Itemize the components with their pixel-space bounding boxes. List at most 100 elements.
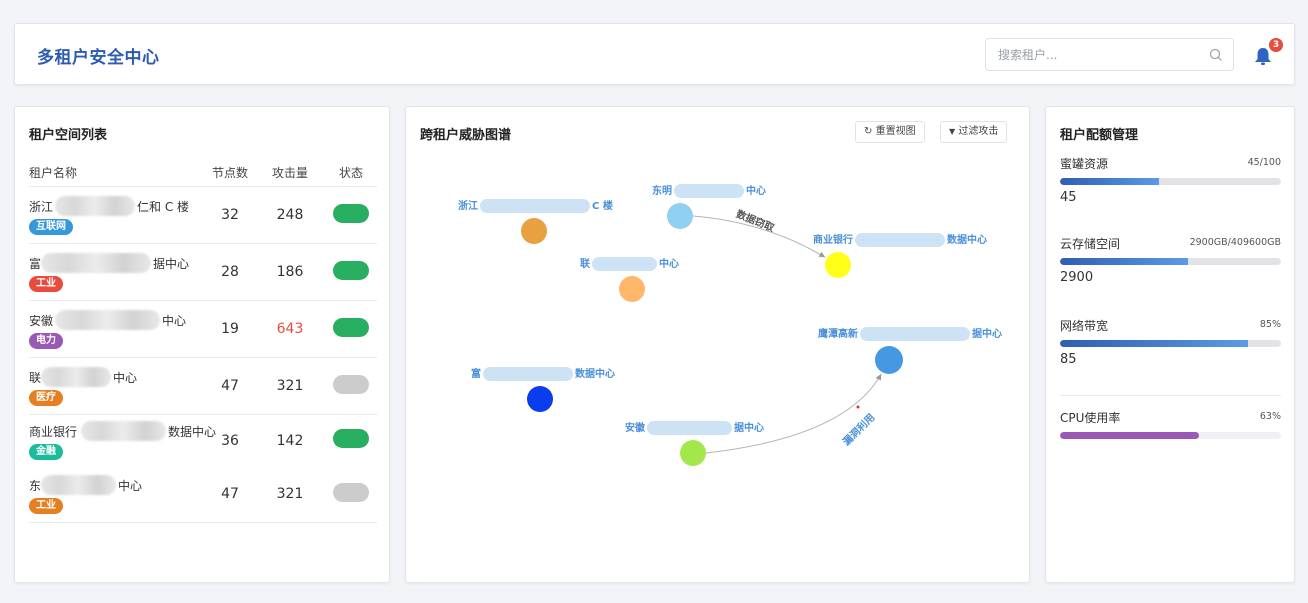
column-header-attacks: 攻击量 — [271, 166, 308, 180]
tenant-row[interactable]: 富 据中心 工业 28 186 — [29, 244, 377, 301]
node-label-start: 东明 — [652, 184, 672, 197]
quota-progress-fill — [1060, 432, 1200, 439]
tenant-name: 富 据中心 — [29, 252, 205, 273]
tenant-name: 联 中心 — [29, 366, 205, 387]
node-count: 28 — [221, 264, 239, 280]
quota-value: 45 — [1060, 190, 1077, 205]
edge-label: 漏洞利用 — [840, 411, 877, 448]
tenant-name-cell: 商业银行 数据中心 金融 — [29, 421, 216, 460]
node-count: 19 — [221, 321, 239, 337]
tenant-node[interactable]: 鹰潭高新据中心 — [818, 327, 1002, 374]
node-label-start: 联 — [580, 257, 590, 270]
tenant-name-cell: 联 中心 医疗 — [29, 366, 205, 406]
tenant-row[interactable]: 联 中心 医疗 47 321 — [29, 358, 377, 415]
quota-progress-track — [1060, 178, 1281, 185]
tenant-node[interactable]: 浙江 C 楼 — [458, 199, 613, 244]
node-circle[interactable] — [521, 218, 547, 244]
quota-value: 85 — [1060, 352, 1077, 367]
tenant-name: 商业银行 数据中心 — [29, 421, 216, 441]
attack-edge[interactable] — [692, 215, 826, 258]
reset-icon: ↻ — [864, 126, 873, 137]
tenant-name-start: 东 — [29, 478, 42, 493]
industry-tag: 工业 — [29, 497, 63, 514]
tenant-search-input[interactable] — [998, 47, 1198, 63]
attack-count: 142 — [276, 432, 304, 449]
top-header: 多租户安全中心 3 — [14, 23, 1295, 85]
quota-item: CPU使用率 63% — [1060, 409, 1281, 459]
industry-tag: 电力 — [29, 332, 63, 349]
status-toggle[interactable] — [333, 260, 369, 280]
tenant-node[interactable]: 东明 中心 — [652, 184, 766, 229]
notification-badge: 3 — [1269, 38, 1283, 52]
tenant-name-start: 浙江 — [29, 199, 54, 214]
node-label-start: 商业银行 — [813, 233, 853, 246]
column-header-name: 租户名称 — [29, 166, 78, 180]
node-label-end: C 楼 — [592, 199, 613, 212]
node-circle[interactable] — [875, 346, 903, 374]
node-circle[interactable] — [527, 386, 553, 412]
redacted-label — [483, 367, 573, 381]
industry-tag: 医疗 — [29, 389, 63, 406]
tenant-name-cell: 安徽 中心 电力 — [29, 309, 205, 349]
redacted-text — [41, 366, 111, 387]
attack-edge[interactable] — [705, 373, 882, 454]
quota-title: 租户配额管理 — [1060, 128, 1139, 143]
filter-attacks-button[interactable]: ▼ 过滤攻击 — [940, 121, 1008, 143]
status-cell — [325, 317, 377, 341]
tenant-name-end: 据中心 — [153, 256, 190, 271]
quota-item: 网络带宽 85% 85 — [1060, 317, 1281, 367]
reset-view-button[interactable]: ↻ 重置视图 — [855, 121, 925, 143]
node-circle[interactable] — [667, 203, 693, 229]
reset-view-label: 重置视图 — [875, 126, 916, 137]
app-title: 多租户安全中心 — [37, 48, 160, 68]
status-toggle[interactable] — [333, 429, 369, 448]
tenant-row[interactable]: 安徽 中心 电力 19 643 — [29, 301, 377, 358]
node-circle[interactable] — [680, 440, 706, 466]
tenant-name-end: 仁和 C 楼 — [137, 199, 190, 214]
node-count: 47 — [221, 486, 239, 502]
tenant-row[interactable]: 浙江 仁和 C 楼 互联网 32 248 — [29, 187, 377, 244]
tenant-name: 安徽 中心 — [29, 309, 205, 330]
tenant-name-start: 安徽 — [29, 313, 54, 328]
status-toggle[interactable] — [333, 374, 369, 394]
attack-count: 186 — [276, 264, 304, 280]
redacted-text — [55, 195, 135, 216]
attack-count: 321 — [276, 486, 304, 502]
tenant-row[interactable]: 商业银行 数据中心 金融 36 142 — [29, 415, 377, 466]
tenant-search-box[interactable] — [985, 38, 1234, 71]
notification-button[interactable]: 3 — [1253, 38, 1283, 68]
quota-label: 蜜罐资源 — [1060, 157, 1109, 171]
node-label-start: 鹰潭高新 — [818, 327, 858, 340]
table-body: 浙江 仁和 C 楼 互联网 32 248 富 据中心 工业 28 186 — [29, 187, 377, 523]
status-cell — [325, 429, 377, 452]
node-label-end: 数据中心 — [575, 367, 615, 380]
tenant-name: 东 中心 — [29, 474, 205, 495]
redacted-label — [480, 199, 590, 213]
tenant-name-start: 商业银行 — [29, 425, 78, 439]
tenant-node[interactable]: 商业银行 数据中心 — [813, 233, 987, 278]
tenant-node[interactable]: 安徽据中心 — [625, 421, 764, 466]
status-toggle[interactable] — [333, 203, 369, 223]
tenant-name-end: 数据中心 — [168, 425, 217, 439]
table-header: 租户名称 节点数 攻击量 状态 — [29, 159, 377, 187]
quota-limit: 85% — [1259, 319, 1281, 330]
attack-count: 248 — [276, 207, 304, 223]
tenant-node[interactable]: 联 中心 — [580, 257, 679, 302]
status-toggle[interactable] — [333, 482, 369, 502]
redacted-text — [41, 474, 116, 495]
node-label-start: 浙江 — [458, 199, 478, 212]
tenant-row[interactable]: 东 中心 工业 47 321 — [29, 466, 377, 523]
tenant-name: 浙江 仁和 C 楼 — [29, 195, 205, 216]
node-label-end: 中心 — [746, 184, 766, 197]
node-label-end: 数据中心 — [947, 233, 987, 246]
search-icon[interactable] — [1209, 48, 1223, 62]
status-cell — [325, 482, 377, 506]
quota-limit: 45/100 — [1247, 157, 1281, 168]
node-circle[interactable] — [619, 276, 645, 302]
node-circle[interactable] — [825, 252, 851, 278]
quota-label: CPU使用率 — [1060, 411, 1121, 425]
status-toggle[interactable] — [333, 317, 369, 337]
node-label-end: 中心 — [659, 257, 679, 270]
tenant-node[interactable]: 富数据中心 — [471, 367, 615, 412]
